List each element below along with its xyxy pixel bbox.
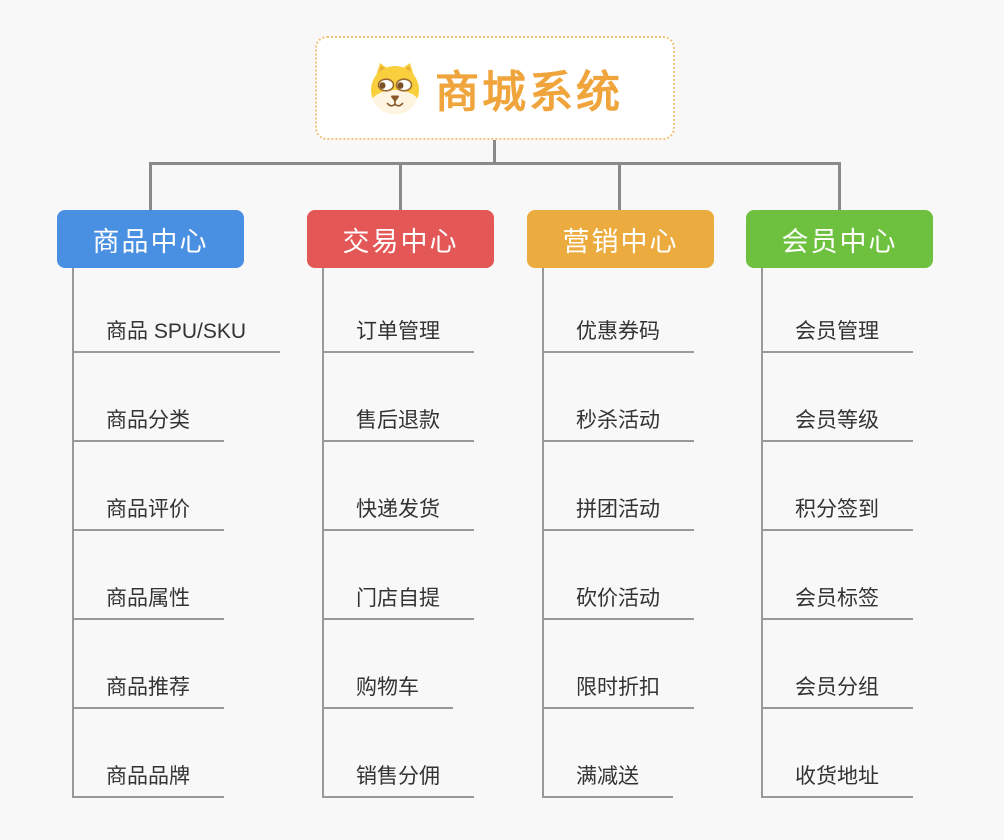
leaf-topic-express-shipping[interactable]: 快递发货 [324,493,474,531]
leaf-row: 商品属性 [74,531,280,620]
leaf-row: 满减送 [544,709,694,798]
connector-drop-product-center [149,162,152,211]
branch-leaves-product-center: 商品 SPU/SKU 商品分类 商品评价 商品属性 商品推荐 商品品牌 [72,268,281,798]
branch-product-center: 商品中心 商品 SPU/SKU 商品分类 商品评价 商品属性 商品推荐 商品品牌 [57,210,281,798]
branch-leaves-trade-center: 订单管理 售后退款 快递发货 门店自提 购物车 销售分佣 [322,268,474,798]
leaf-topic-shopping-cart[interactable]: 购物车 [324,671,453,709]
leaf-row: 商品评价 [74,442,280,531]
leaf-row: 销售分佣 [324,709,474,798]
leaf-topic-full-reduction[interactable]: 满减送 [544,760,673,798]
leaf-row: 拼团活动 [544,442,694,531]
leaf-topic-sales-commission[interactable]: 销售分佣 [324,760,474,798]
leaf-topic-member-group[interactable]: 会员分组 [763,671,913,709]
branch-marketing-center: 营销中心 优惠券码 秒杀活动 拼团活动 砍价活动 限时折扣 满减送 [527,210,714,798]
leaf-topic-points-checkin[interactable]: 积分签到 [763,493,913,531]
leaf-row: 限时折扣 [544,620,694,709]
dog-emoji-icon [371,63,419,114]
leaf-topic-member-tag[interactable]: 会员标签 [763,582,913,620]
leaf-row: 会员等级 [763,353,913,442]
leaf-topic-coupon-code[interactable]: 优惠券码 [544,315,694,353]
leaf-row: 商品品牌 [74,709,280,798]
branch-topic-member-center[interactable]: 会员中心 [746,210,933,268]
connector-bus [149,162,841,165]
leaf-topic-group-buy[interactable]: 拼团活动 [544,493,694,531]
connector-root-drop [493,140,496,163]
leaf-row: 快递发货 [324,442,474,531]
leaf-row: 会员管理 [763,268,913,353]
leaf-topic-limited-time-discount[interactable]: 限时折扣 [544,671,694,709]
branch-topic-trade-center[interactable]: 交易中心 [307,210,494,268]
branch-leaves-marketing-center: 优惠券码 秒杀活动 拼团活动 砍价活动 限时折扣 满减送 [542,268,694,798]
leaf-row: 积分签到 [763,442,913,531]
leaf-topic-product-review[interactable]: 商品评价 [74,493,224,531]
leaf-topic-product-brand[interactable]: 商品品牌 [74,760,224,798]
leaf-topic-product-spu-sku[interactable]: 商品 SPU/SKU [74,315,281,353]
leaf-topic-shipping-address[interactable]: 收货地址 [763,760,913,798]
leaf-topic-store-pickup[interactable]: 门店自提 [324,582,474,620]
leaf-row: 订单管理 [324,268,474,353]
branch-topic-marketing-center[interactable]: 营销中心 [527,210,714,268]
leaf-topic-bargain-activity[interactable]: 砍价活动 [544,582,694,620]
connector-drop-trade-center [399,162,402,211]
branch-topic-product-center[interactable]: 商品中心 [57,210,244,268]
root-topic[interactable]: 商城系统 [315,36,675,140]
leaf-topic-product-category[interactable]: 商品分类 [74,404,224,442]
leaf-row: 购物车 [324,620,474,709]
branch-member-center: 会员中心 会员管理 会员等级 积分签到 会员标签 会员分组 收货地址 [746,210,933,798]
leaf-row: 收货地址 [763,709,913,798]
branch-trade-center: 交易中心 订单管理 售后退款 快递发货 门店自提 购物车 销售分佣 [307,210,494,798]
leaf-row: 门店自提 [324,531,474,620]
leaf-row: 砍价活动 [544,531,694,620]
leaf-row: 商品 SPU/SKU [74,268,281,353]
leaf-row: 售后退款 [324,353,474,442]
connector-drop-member-center [838,162,841,211]
leaf-row: 会员分组 [763,620,913,709]
root-topic-title: 商城系统 [435,68,623,117]
leaf-topic-member-management[interactable]: 会员管理 [763,315,913,353]
leaf-row: 会员标签 [763,531,913,620]
leaf-row: 秒杀活动 [544,353,694,442]
leaf-topic-aftersale-refund[interactable]: 售后退款 [324,404,474,442]
branch-leaves-member-center: 会员管理 会员等级 积分签到 会员标签 会员分组 收货地址 [761,268,913,798]
leaf-topic-product-attribute[interactable]: 商品属性 [74,582,224,620]
leaf-row: 商品分类 [74,353,280,442]
leaf-topic-product-recommend[interactable]: 商品推荐 [74,671,224,709]
leaf-row: 商品推荐 [74,620,280,709]
leaf-topic-member-level[interactable]: 会员等级 [763,404,913,442]
leaf-topic-flash-sale[interactable]: 秒杀活动 [544,404,694,442]
leaf-row: 优惠券码 [544,268,694,353]
leaf-topic-order-management[interactable]: 订单管理 [324,315,474,353]
connector-drop-marketing-center [618,162,621,211]
